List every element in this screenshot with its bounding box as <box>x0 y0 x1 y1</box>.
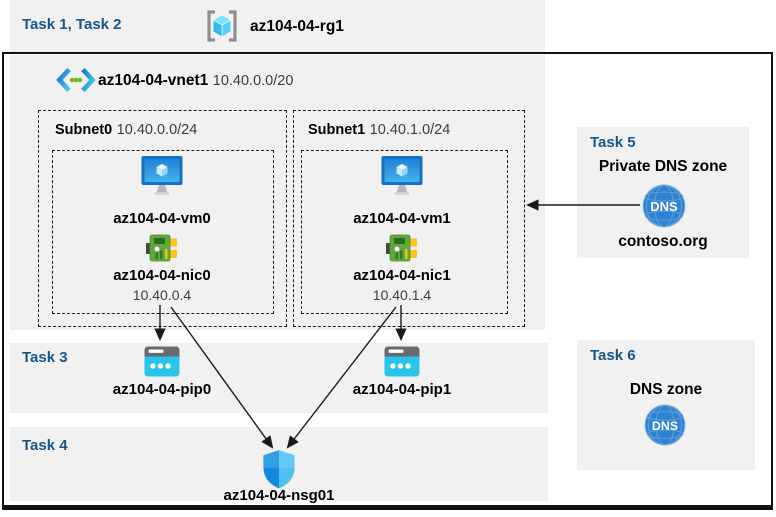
subnet0-inner-box <box>52 150 274 314</box>
pip1-label: az104-04-pip1 <box>352 381 452 398</box>
subnet0-cidr: 10.40.0.0/24 <box>116 122 198 138</box>
private-dns-zone-name: contoso.org <box>618 233 708 250</box>
vnet-panel <box>10 55 545 330</box>
nic0-label: az104-04-nic0 <box>113 267 211 284</box>
task3-label: Task 3 <box>22 349 68 366</box>
vnet-cidr: 10.40.0.0/20 <box>212 73 294 89</box>
vm1-label: az104-04-vm1 <box>353 210 451 227</box>
subnet0-box <box>38 110 287 327</box>
resource-group-icon <box>203 7 241 45</box>
task5-label: Task 5 <box>590 134 636 151</box>
pip1-public-ip-icon <box>384 346 420 377</box>
private-dns-zone-icon: DNS <box>642 184 686 228</box>
top-band <box>10 0 545 52</box>
pip0-public-ip-icon <box>144 346 180 377</box>
dns-zone-icon-text: DNS <box>652 419 678 433</box>
pip0-label: az104-04-pip0 <box>112 381 212 398</box>
task6-label: Task 6 <box>590 347 636 364</box>
nsg-label: az104-04-nsg01 <box>223 487 335 504</box>
dns-zone-heading: DNS zone <box>629 381 703 398</box>
diagram-frame <box>2 52 773 510</box>
vm0-label: az104-04-vm0 <box>113 210 211 227</box>
vm1-virtual-machine-icon <box>380 155 424 197</box>
subnet1-name: Subnet1 <box>308 122 366 138</box>
nic0-network-interface-icon <box>146 233 178 263</box>
nic1-ip: 10.40.1.4 <box>372 287 432 303</box>
nic1-network-interface-icon <box>386 233 418 263</box>
resource-group-label: az104-04-rg1 <box>250 18 344 35</box>
nic0-ip: 10.40.0.4 <box>132 287 192 303</box>
subnet1-box <box>293 110 525 327</box>
nsg-shield-icon <box>262 449 296 489</box>
vm0-virtual-machine-icon <box>140 155 184 197</box>
subnet1-cidr: 10.40.1.0/24 <box>369 122 451 138</box>
private-dns-zone-heading: Private DNS zone <box>598 158 728 175</box>
vnet-name: az104-04-vnet1 <box>98 72 209 89</box>
virtual-network-icon <box>56 64 96 96</box>
task4-label: Task 4 <box>22 437 68 454</box>
subnet0-name: Subnet0 <box>55 122 113 138</box>
nic1-label: az104-04-nic1 <box>353 267 451 284</box>
task3-band <box>10 343 548 413</box>
private-dns-icon-text: DNS <box>650 199 678 214</box>
subnet1-inner-box <box>301 150 508 314</box>
task1-task2-label: Task 1, Task 2 <box>22 16 122 33</box>
dns-zone-icon: DNS <box>644 404 686 446</box>
